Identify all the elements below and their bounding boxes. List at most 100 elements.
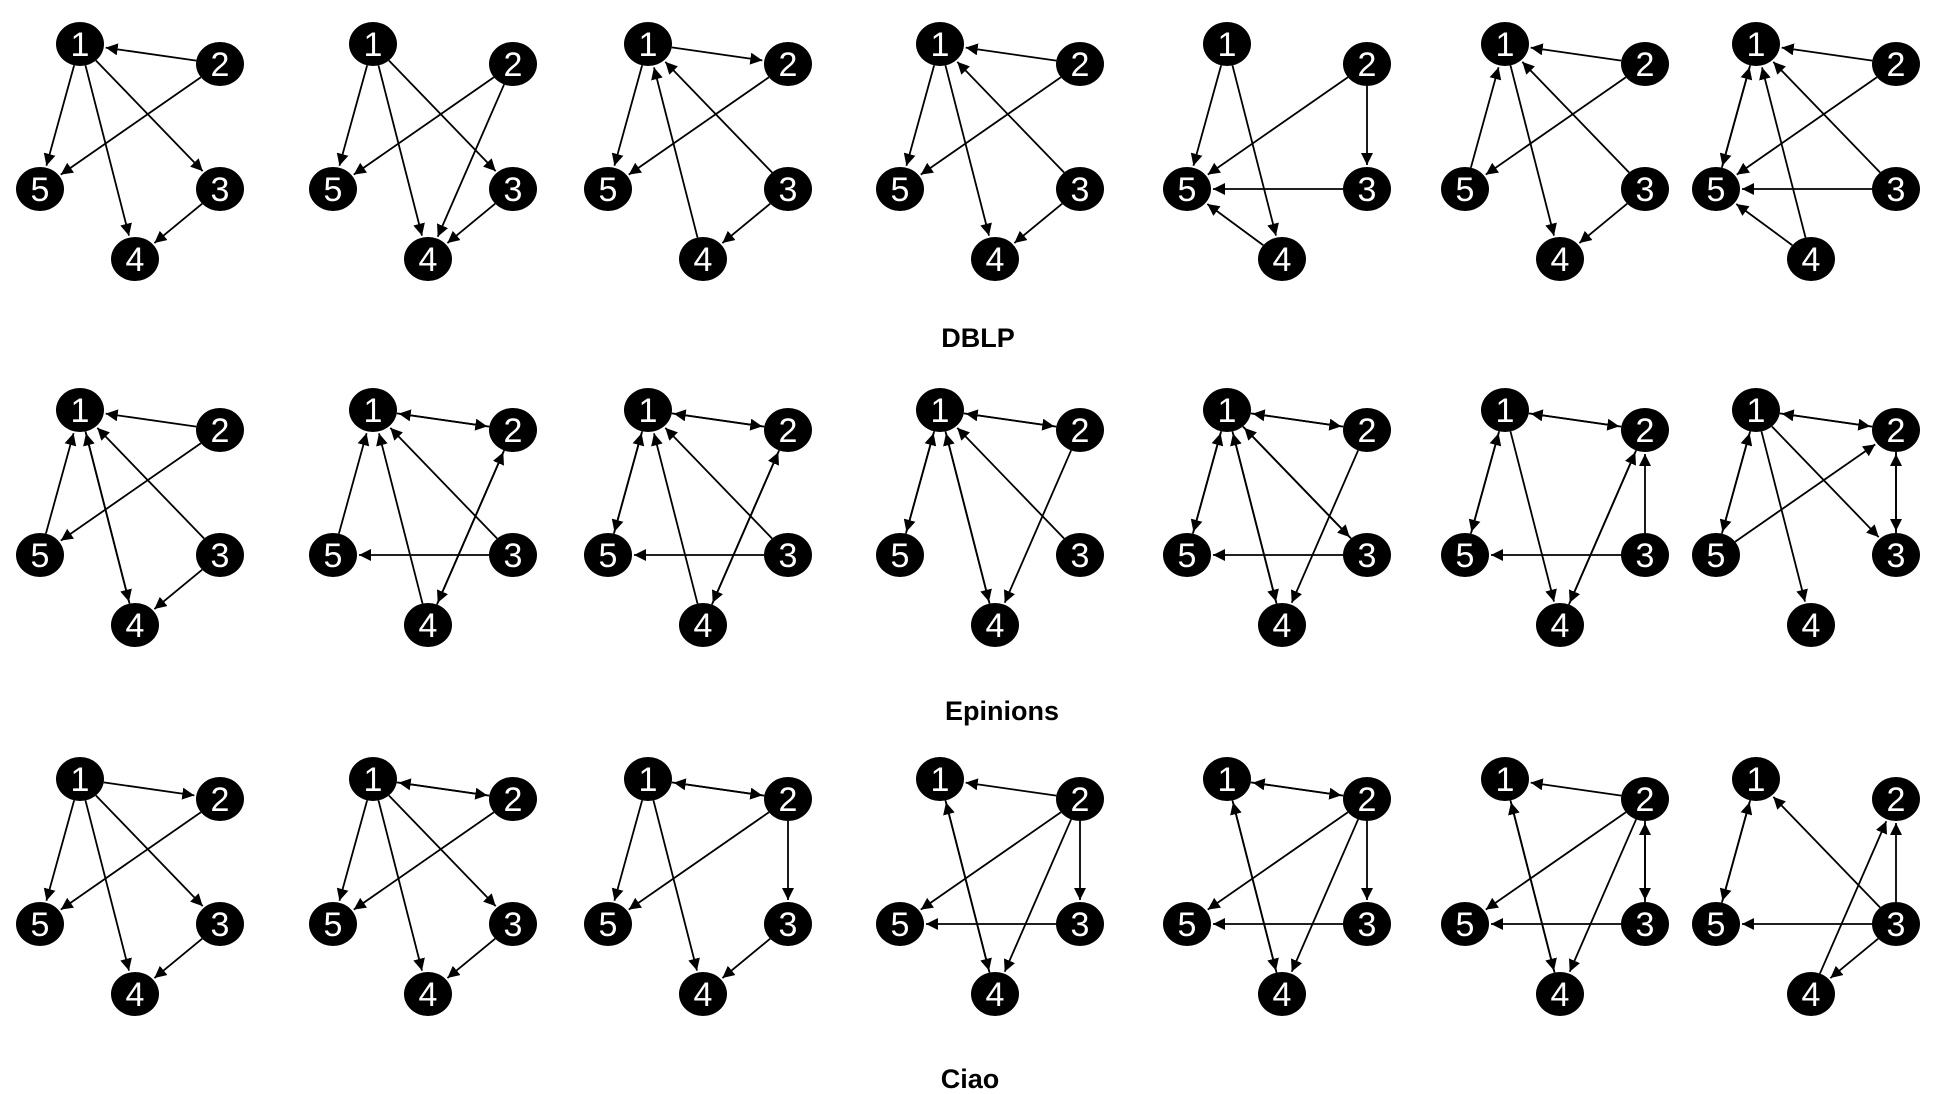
- node-label: 3: [211, 171, 230, 209]
- edge-3-to-4: [153, 569, 203, 610]
- node-circle: [876, 533, 924, 577]
- node-label: 2: [1636, 781, 1655, 819]
- edge-4-to-1: [1230, 433, 1278, 604]
- node-3: 3: [1621, 167, 1669, 211]
- edge-1-to-4: [1760, 431, 1808, 602]
- node-1: 1: [1481, 388, 1529, 432]
- node-2: 2: [196, 777, 244, 821]
- edge-2-to-4: [436, 84, 505, 238]
- node-5: 5: [584, 902, 632, 946]
- node-circle: [349, 22, 397, 66]
- node-circle: [1203, 757, 1251, 801]
- node-label: 1: [364, 392, 383, 430]
- node-label: 1: [1496, 26, 1515, 64]
- node-label: 1: [931, 761, 950, 799]
- edge-1-to-4: [84, 65, 132, 236]
- edge-5-to-2: [1734, 443, 1876, 543]
- node-2: 2: [1343, 42, 1391, 86]
- node-circle: [1621, 167, 1669, 211]
- node-label: 3: [1887, 537, 1906, 575]
- node-label: 3: [1358, 537, 1377, 575]
- node-3: 3: [1343, 533, 1391, 577]
- node-label: 5: [891, 537, 910, 575]
- node-label: 2: [1887, 46, 1906, 84]
- node-label: 5: [1456, 537, 1475, 575]
- node-circle: [679, 603, 727, 647]
- edge-2-to-1: [965, 43, 1057, 62]
- node-label: 3: [504, 537, 523, 575]
- node-label: 5: [1707, 906, 1726, 944]
- node-circle: [1872, 167, 1920, 211]
- node-3: 3: [764, 902, 812, 946]
- node-3: 3: [1343, 902, 1391, 946]
- node-circle: [309, 902, 357, 946]
- node-circle: [1481, 22, 1529, 66]
- edge-1-to-4: [1509, 800, 1557, 971]
- node-label: 1: [931, 26, 950, 64]
- node-circle: [196, 902, 244, 946]
- edge-2-to-5: [1485, 811, 1627, 911]
- edge-2-to-1: [105, 409, 197, 428]
- node-circle: [1056, 777, 1104, 821]
- node-label: 1: [1747, 26, 1766, 64]
- node-label: 1: [1496, 392, 1515, 430]
- node-circle: [16, 902, 64, 946]
- node-label: 2: [1636, 412, 1655, 450]
- edge-2-to-1: [1781, 43, 1873, 62]
- node-circle: [584, 533, 632, 577]
- node-label: 4: [419, 241, 438, 279]
- row-label-dblp: DBLP: [941, 323, 1015, 353]
- edge-3-to-1: [1521, 61, 1630, 174]
- node-4: 4: [679, 972, 727, 1016]
- edge-1-to-5: [336, 800, 368, 901]
- node-label: 4: [1802, 607, 1821, 645]
- node-1: 1: [916, 757, 964, 801]
- node-label: 5: [1456, 906, 1475, 944]
- node-label: 4: [126, 607, 145, 645]
- node-circle: [584, 902, 632, 946]
- node-circle: [1536, 237, 1584, 281]
- node-1: 1: [1732, 388, 1780, 432]
- node-circle: [1056, 167, 1104, 211]
- edge-3-to-1: [664, 427, 773, 540]
- node-label: 4: [126, 976, 145, 1014]
- node-2: 2: [1056, 408, 1104, 452]
- node-3: 3: [1056, 902, 1104, 946]
- node-circle: [1872, 533, 1920, 577]
- node-1: 1: [624, 757, 672, 801]
- node-label: 3: [211, 906, 230, 944]
- node-circle: [1441, 167, 1489, 211]
- edge-2-to-5: [60, 76, 202, 176]
- node-label: 2: [1358, 412, 1377, 450]
- node-circle: [1056, 533, 1104, 577]
- node-label: 4: [1551, 976, 1570, 1014]
- node-circle: [1163, 533, 1211, 577]
- node-label: 3: [1887, 171, 1906, 209]
- node-circle: [1056, 42, 1104, 86]
- node-circle: [489, 777, 537, 821]
- node-circle: [679, 237, 727, 281]
- node-label: 4: [1551, 607, 1570, 645]
- node-label: 2: [779, 46, 798, 84]
- node-1: 1: [349, 388, 397, 432]
- edge-3-to-4: [446, 203, 496, 244]
- node-2: 2: [489, 408, 537, 452]
- node-label: 1: [364, 26, 383, 64]
- node-label: 4: [694, 241, 713, 279]
- node-2: 2: [1621, 408, 1669, 452]
- node-4: 4: [404, 603, 452, 647]
- node-label: 1: [1496, 761, 1515, 799]
- node-circle: [196, 167, 244, 211]
- node-label: 5: [324, 906, 343, 944]
- node-5: 5: [1163, 533, 1211, 577]
- node-label: 3: [504, 906, 523, 944]
- node-3: 3: [1056, 533, 1104, 577]
- node-circle: [764, 42, 812, 86]
- edge-5-to-1: [1721, 67, 1753, 168]
- node-1: 1: [1203, 757, 1251, 801]
- node-label: 4: [986, 241, 1005, 279]
- edge-2-to-1: [398, 409, 490, 428]
